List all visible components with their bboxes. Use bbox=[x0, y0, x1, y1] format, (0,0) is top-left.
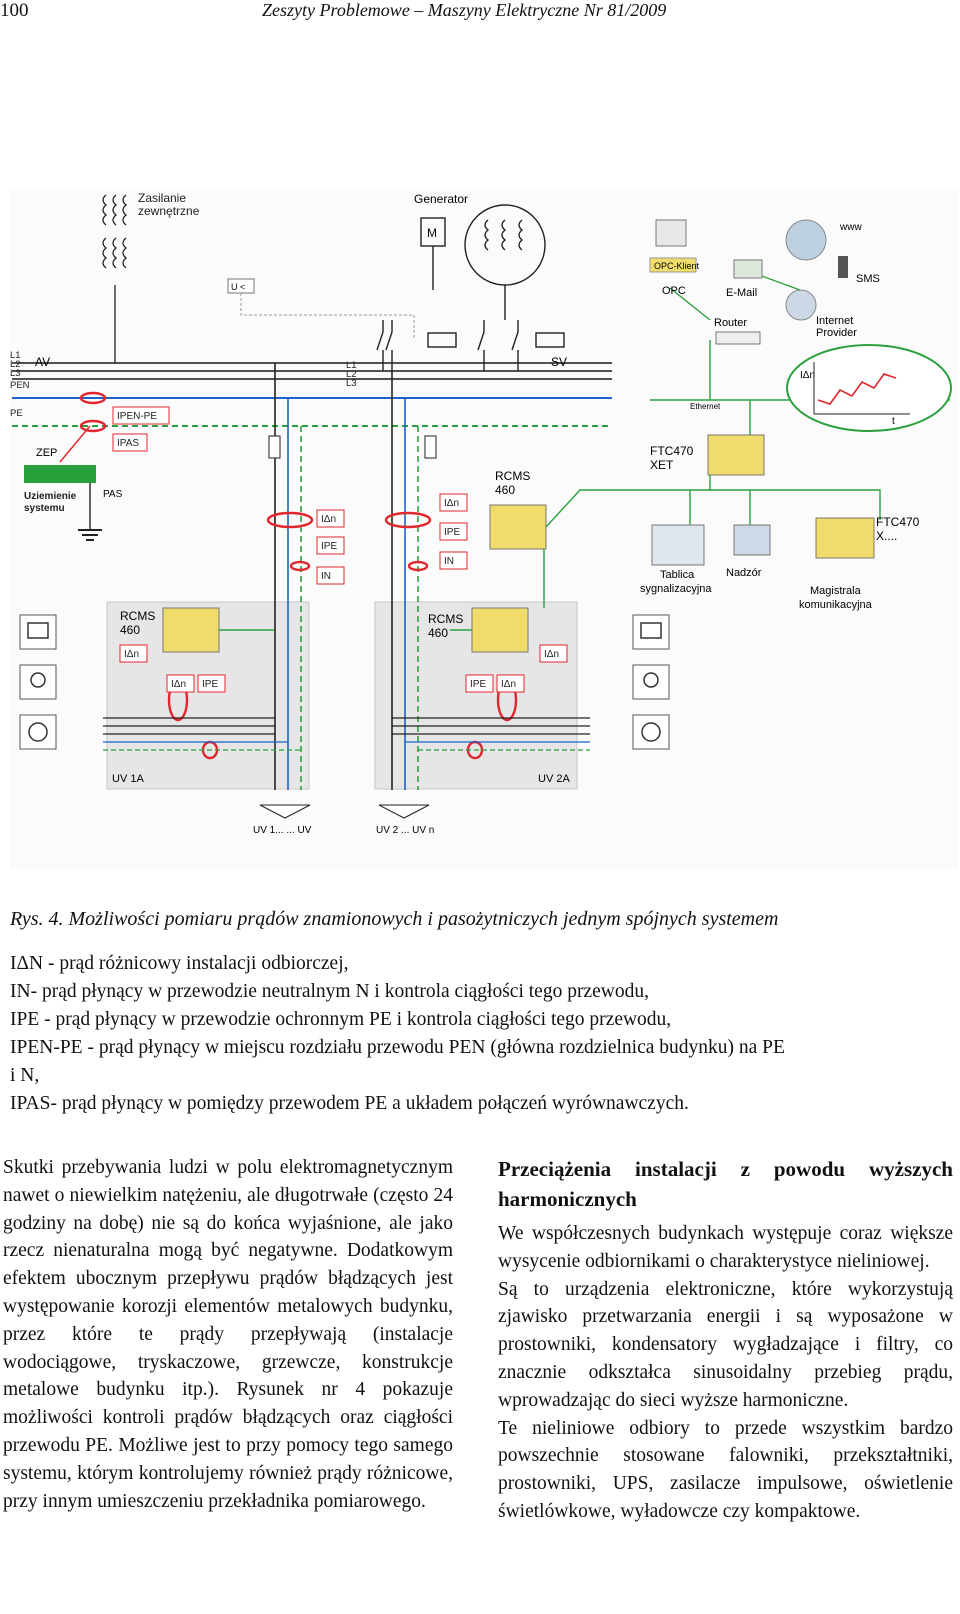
svg-text:IΔn: IΔn bbox=[124, 649, 139, 660]
svg-text:IPE: IPE bbox=[470, 679, 486, 690]
figure-caption: Rys. 4. Możliwości pomiaru prądów znamio… bbox=[10, 908, 779, 930]
right-paragraph-1: We współczesnych budynkach występuje cor… bbox=[498, 1223, 953, 1272]
svg-text:IN: IN bbox=[444, 556, 454, 567]
svg-text:ZEP: ZEP bbox=[36, 447, 57, 459]
av-label: AV bbox=[35, 355, 50, 369]
svg-text:IΔn: IΔn bbox=[321, 514, 336, 525]
main-bus-lines bbox=[12, 362, 612, 427]
svg-text:IΔn: IΔn bbox=[444, 498, 459, 509]
svg-text:IΔn: IΔn bbox=[501, 679, 516, 690]
legend-line: IPE - prąd płynący w przewodzie ochronny… bbox=[10, 1009, 672, 1030]
uv2-arrow bbox=[378, 804, 430, 819]
rcms-devices bbox=[162, 504, 547, 653]
svg-text:t: t bbox=[892, 416, 895, 427]
svg-text:IPE: IPE bbox=[321, 541, 337, 552]
load-icon-symbols bbox=[27, 622, 662, 742]
svg-text:www: www bbox=[839, 222, 862, 233]
breaker-switches bbox=[376, 320, 565, 371]
right-column: Przeciążenia instalacji z powodu wyższyc… bbox=[498, 1154, 953, 1526]
figure-legend: IΔN - prąd różnicowy instalacji odbiorcz… bbox=[10, 950, 955, 1118]
transformer-icon bbox=[102, 194, 128, 363]
svg-text:IPAS: IPAS bbox=[117, 438, 139, 449]
svg-text:IΔn: IΔn bbox=[544, 649, 559, 660]
left-column: Skutki przebywania ludzi w polu elektrom… bbox=[3, 1154, 453, 1515]
svg-text:E-Mail: E-Mail bbox=[726, 287, 757, 299]
legend-line: i N, bbox=[10, 1065, 40, 1086]
svg-text:IN: IN bbox=[321, 571, 331, 582]
right-paragraph-2: Są to urządzenia elektroniczne, które wy… bbox=[498, 1278, 953, 1411]
load-icons bbox=[19, 614, 670, 750]
legend-line: IPEN-PE - prąd płynący w miejscu rozdzia… bbox=[10, 1037, 785, 1058]
current-labels: IPEN-PE IPAS IΔn IPE IN IΔn IPE IN IΔn I… bbox=[112, 406, 568, 693]
journal-title: Zeszyty Problemowe – Maszyny Elektryczne… bbox=[262, 0, 667, 20]
network-devices: OPC-Klient OPC E-Mail www SMS Router Int… bbox=[640, 219, 920, 611]
generator-icon bbox=[420, 204, 546, 320]
uv1-arrow bbox=[259, 804, 311, 819]
svg-text:IPEN-PE: IPEN-PE bbox=[117, 411, 157, 422]
trend-graph: IΔn t bbox=[786, 344, 952, 432]
sv-label: SV bbox=[551, 355, 567, 369]
page-header: 100 Zeszyty Problemowe – Maszyny Elektry… bbox=[0, 0, 960, 28]
svg-text:Router: Router bbox=[714, 317, 747, 329]
svg-text:Nadzór: Nadzór bbox=[726, 567, 762, 579]
svg-text:IΔn: IΔn bbox=[800, 370, 815, 381]
page-number: 100 bbox=[0, 0, 29, 21]
u-relay-label: U < bbox=[231, 282, 245, 292]
section-heading: Przeciążenia instalacji z powodu wyższyc… bbox=[498, 1157, 953, 1211]
svg-text:PAS: PAS bbox=[103, 489, 123, 500]
svg-text:IPE: IPE bbox=[202, 679, 218, 690]
svg-text:IΔn: IΔn bbox=[171, 679, 186, 690]
generator-label: Generator bbox=[414, 192, 468, 206]
svg-text:SMS: SMS bbox=[856, 273, 880, 285]
right-paragraph-3: Te nieliniowe odbiory to przede wszystki… bbox=[498, 1417, 953, 1522]
svg-text:Ethernet: Ethernet bbox=[690, 402, 721, 411]
uv1-range: UV 1... ... UV bbox=[253, 825, 312, 836]
legend-line: IN- prąd płynący w przewodzie neutralnym… bbox=[10, 981, 649, 1002]
svg-text:OPC-Klient: OPC-Klient bbox=[654, 261, 700, 271]
uv2-range: UV 2 ... UV n bbox=[376, 825, 434, 836]
svg-text:IPE: IPE bbox=[444, 527, 460, 538]
motor-label: M bbox=[427, 226, 437, 240]
feeder-lines bbox=[274, 363, 419, 790]
svg-text:OPC: OPC bbox=[662, 285, 686, 297]
legend-line: IPAS- prąd płynący w pomiędzy przewodem … bbox=[10, 1093, 689, 1114]
uv1a-label: UV 1A bbox=[112, 773, 144, 785]
left-paragraph: Skutki przebywania ludzi w polu elektrom… bbox=[3, 1157, 453, 1512]
uv-panel-buses bbox=[103, 717, 590, 751]
legend-line: IΔN - prąd różnicowy instalacji odbiorcz… bbox=[10, 953, 349, 974]
uv2a-label: UV 2A bbox=[538, 773, 570, 785]
